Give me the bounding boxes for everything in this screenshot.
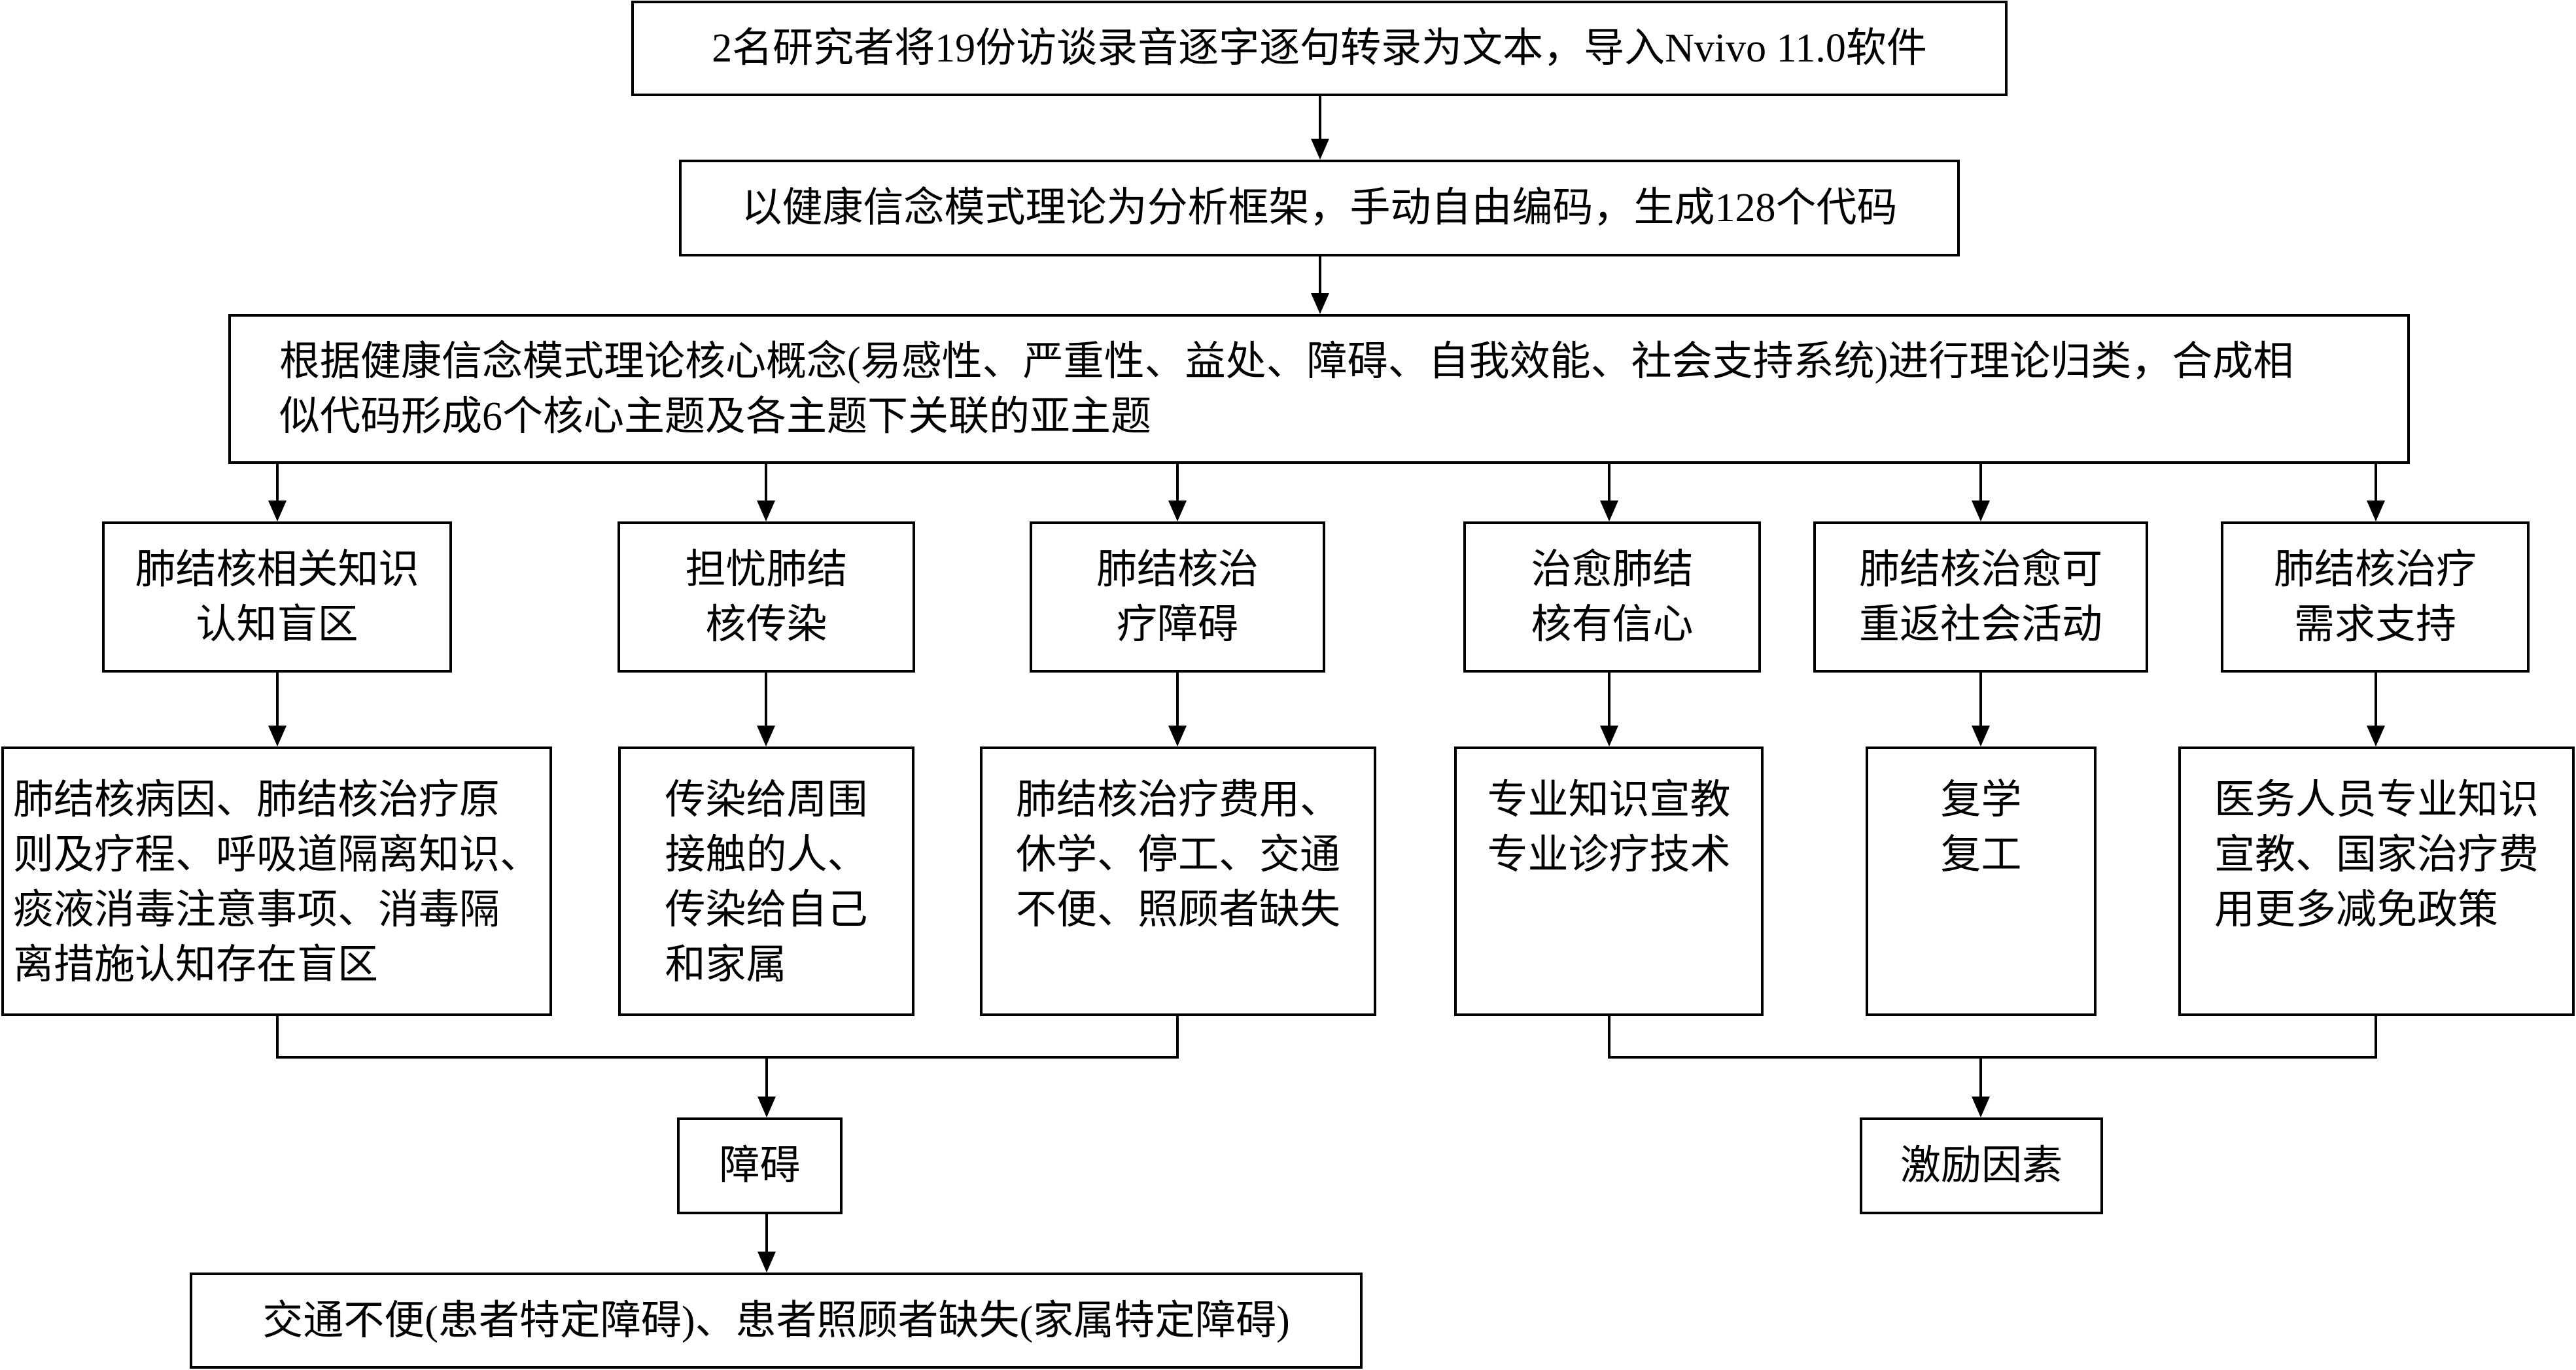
arrowhead-icon xyxy=(1311,293,1329,314)
arrowhead-icon xyxy=(757,726,775,746)
text-line: 肺结核治愈可 xyxy=(1858,547,2102,592)
bracket-barriers xyxy=(276,1016,1179,1117)
subtheme-box-confidence-details: 专业知识宣教 专业诊疗技术 xyxy=(1454,746,1764,1016)
arrow-barrier-to-detail xyxy=(757,1214,776,1273)
arrowhead-icon xyxy=(1972,501,1990,521)
step-coding-text: 以健康信念模式理论为分析框架，手动自由编码，生成128个代码 xyxy=(741,186,1898,230)
arrowhead-icon xyxy=(1600,726,1618,746)
bracket-motivators xyxy=(1608,1016,2377,1117)
text-line: 核有信心 xyxy=(1531,602,1694,647)
text-line: 疗障碍 xyxy=(1116,602,1238,647)
arrow-step1-to-step2 xyxy=(1311,96,1329,160)
arrows-step3-to-themes xyxy=(268,464,2385,521)
step-transcription-text: 2名研究者将19份访谈录音逐字逐句转录为文本，导入Nvivo 11.0软件 xyxy=(712,26,1927,71)
text-line: 担忧肺结 xyxy=(685,547,848,592)
barrier-box: 障碍 xyxy=(677,1117,843,1214)
barrier-detail-box: 交通不便(患者特定障碍)、患者照顾者缺失(家属特定障碍) xyxy=(190,1273,1363,1369)
text-line: 接触的人、 xyxy=(665,833,868,877)
arrowhead-icon xyxy=(1168,501,1187,521)
motivator-label: 激励因素 xyxy=(1900,1144,2063,1188)
text-line: 肺结核治 xyxy=(1096,547,1259,592)
subtheme-box-barrier-details: 肺结核治疗费用、 休学、停工、交通 不便、照顾者缺失 xyxy=(980,746,1376,1016)
step-coding-box: 以健康信念模式理论为分析框架，手动自由编码，生成128个代码 xyxy=(679,160,1960,256)
text-line: 肺结核病因、肺结核治疗原 xyxy=(12,778,500,822)
text-line: 用更多减免政策 xyxy=(2214,888,2498,932)
arrowhead-icon xyxy=(1972,726,1990,746)
text-line: 则及疗程、呼吸道隔离知识、 xyxy=(12,833,540,877)
arrowhead-icon xyxy=(2367,501,2385,521)
theme-box-cure-confidence: 治愈肺结 核有信心 xyxy=(1463,521,1761,673)
text-line: 传染给周围 xyxy=(665,778,868,822)
arrowhead-icon xyxy=(1600,501,1618,521)
subtheme-box-knowledge-details: 肺结核病因、肺结核治疗原 则及疗程、呼吸道隔离知识、 痰液消毒注意事项、消毒隔 … xyxy=(1,746,552,1016)
text-line: 重返社会活动 xyxy=(1858,602,2102,647)
step-categorization-box: 根据健康信念模式理论核心概念(易感性、严重性、益处、障碍、自我效能、社会支持系统… xyxy=(228,314,2410,464)
arrowhead-icon xyxy=(1972,1097,1990,1117)
arrowhead-icon xyxy=(757,1097,776,1117)
arrowhead-icon xyxy=(268,726,287,746)
text-line: 似代码形成6个核心主题及各主题下关联的亚主题 xyxy=(279,394,1152,439)
arrowhead-icon xyxy=(757,501,775,521)
text-line: 和家属 xyxy=(665,943,787,987)
step-transcription-box: 2名研究者将19份访谈录音逐字逐句转录为文本，导入Nvivo 11.0软件 xyxy=(631,1,2008,96)
text-line: 专业诊疗技术 xyxy=(1487,833,1731,877)
arrowhead-icon xyxy=(268,501,287,521)
arrowhead-icon xyxy=(2367,726,2385,746)
arrowhead-icon xyxy=(757,1252,776,1273)
arrows-themes-to-subthemes xyxy=(268,673,2385,746)
text-line: 根据健康信念模式理论核心概念(易感性、严重性、益处、障碍、自我效能、社会支持系统… xyxy=(279,339,2294,384)
text-line: 专业知识宣教 xyxy=(1487,778,1731,822)
arrow-step2-to-step3 xyxy=(1311,256,1329,314)
arrowhead-icon xyxy=(1311,139,1329,160)
subtheme-box-return-details: 复学 复工 xyxy=(1866,746,2097,1016)
barrier-detail-text: 交通不便(患者特定障碍)、患者照顾者缺失(家属特定障碍) xyxy=(262,1298,1290,1343)
text-line: 离措施认知存在盲区 xyxy=(12,943,378,987)
subtheme-box-support-details: 医务人员专业知识 宣教、国家治疗费 用更多减免政策 xyxy=(2178,746,2575,1016)
text-line: 痰液消毒注意事项、消毒隔 xyxy=(12,888,500,932)
theme-box-knowledge-blind-spot: 肺结核相关知识 认知盲区 xyxy=(102,521,452,673)
text-line: 需求支持 xyxy=(2293,602,2456,647)
text-line: 传染给自己 xyxy=(665,888,868,932)
text-line: 核传染 xyxy=(705,602,827,647)
text-line: 肺结核治疗费用、 xyxy=(1015,778,1340,822)
motivator-box: 激励因素 xyxy=(1860,1117,2103,1214)
text-line: 治愈肺结 xyxy=(1531,547,1694,592)
subtheme-box-infection-details: 传染给周围 接触的人、 传染给自己 和家属 xyxy=(618,746,914,1016)
arrowhead-icon xyxy=(1168,726,1187,746)
text-line: 认知盲区 xyxy=(196,602,358,647)
text-line: 休学、停工、交通 xyxy=(1015,833,1340,877)
text-line: 肺结核相关知识 xyxy=(135,547,419,592)
text-line: 复学 xyxy=(1940,778,2022,822)
text-line: 不便、照顾者缺失 xyxy=(1015,888,1340,932)
text-line: 宣教、国家治疗费 xyxy=(2214,833,2539,877)
theme-box-support-needs: 肺结核治疗 需求支持 xyxy=(2221,521,2530,673)
step-categorization-text: 根据健康信念模式理论核心概念(易感性、严重性、益处、障碍、自我效能、社会支持系统… xyxy=(279,334,2293,444)
theme-box-return-to-society: 肺结核治愈可 重返社会活动 xyxy=(1813,521,2148,673)
barrier-label: 障碍 xyxy=(719,1144,801,1188)
theme-box-infection-worry: 担忧肺结 核传染 xyxy=(618,521,915,673)
text-line: 医务人员专业知识 xyxy=(2214,778,2539,822)
text-line: 肺结核治疗 xyxy=(2273,547,2477,592)
theme-box-treatment-barriers: 肺结核治 疗障碍 xyxy=(1030,521,1325,673)
text-line: 复工 xyxy=(1940,833,2022,877)
